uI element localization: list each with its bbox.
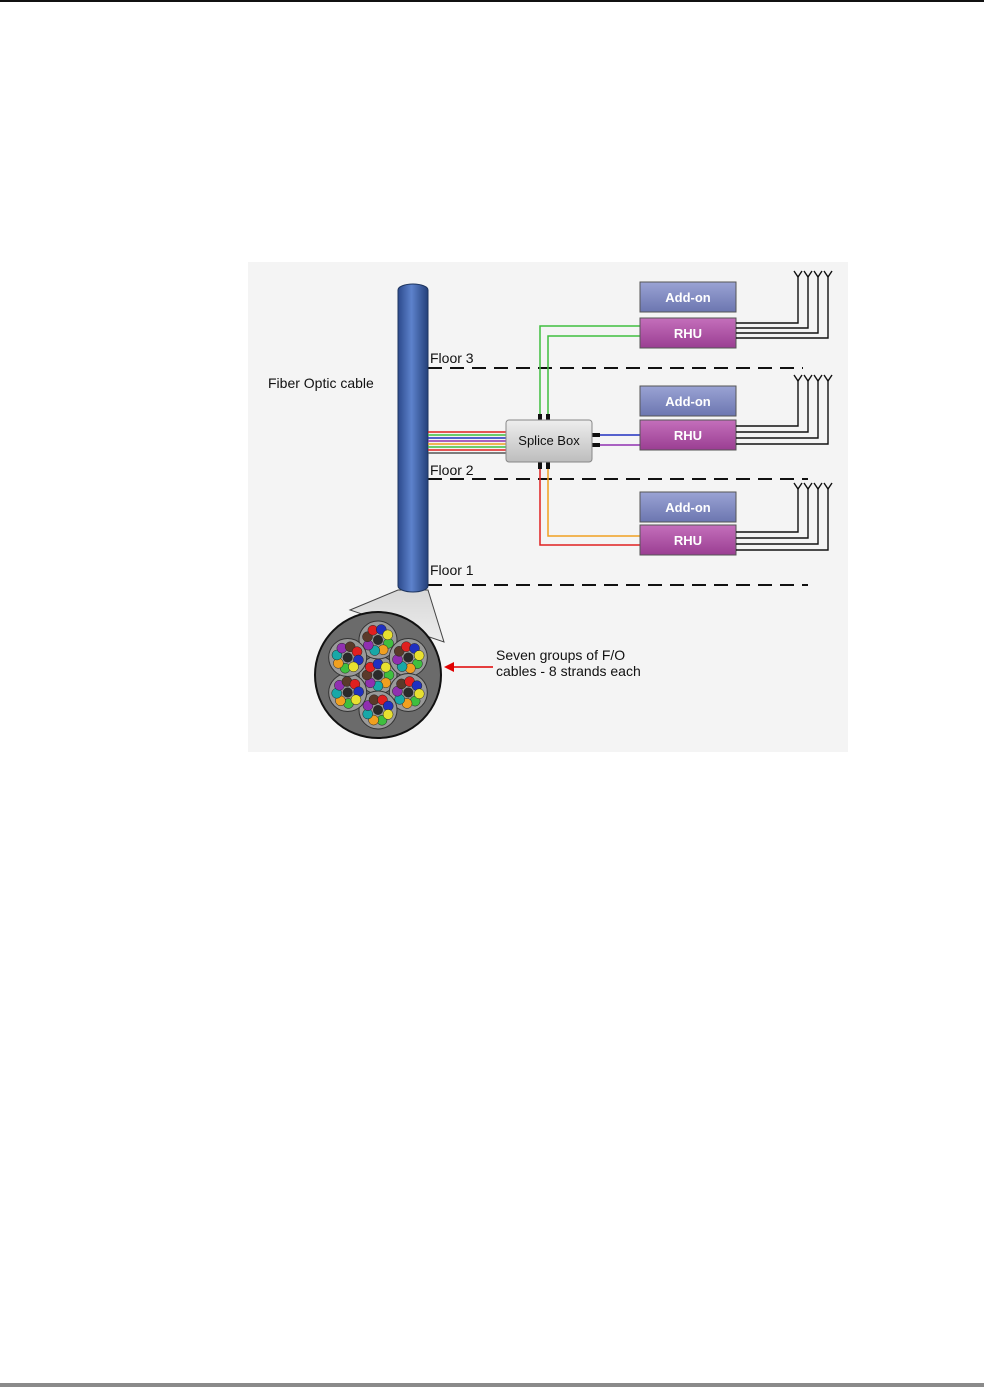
floor-2-label: Floor 2 — [430, 462, 474, 478]
fiber-group-core — [373, 635, 383, 645]
fiber-diagram-svg: Floor 3 Floor 2 Floor 1 Fiber Optic cabl… — [248, 262, 848, 752]
floor-1-label: Floor 1 — [430, 562, 474, 578]
fiber-strand — [381, 662, 391, 672]
fiber-strand — [383, 709, 393, 719]
antenna-feeds-floor2 — [736, 375, 832, 444]
antenna-feeds-floor3 — [736, 271, 832, 338]
fiber-strand — [414, 650, 424, 660]
rhu-label: RHU — [674, 533, 702, 548]
splice-box-label: Splice Box — [518, 433, 580, 448]
fiber-group-core — [373, 670, 383, 680]
fiber-group-core — [343, 653, 353, 663]
fiber-group-core — [403, 653, 413, 663]
green-strand-floor3-a — [540, 326, 640, 414]
unit-group-floor1: Add-on RHU — [640, 492, 736, 555]
addon-label: Add-on — [665, 500, 711, 515]
fiber-strand — [383, 630, 393, 640]
annotation-line-1: Seven groups of F/O — [496, 647, 625, 663]
fiber-strand — [414, 689, 424, 699]
fiber-group-core — [373, 705, 383, 715]
addon-label: Add-on — [665, 290, 711, 305]
annotation-line-2: cables - 8 strands each — [496, 663, 641, 679]
annotation-arrowhead — [444, 662, 454, 672]
rhu-label: RHU — [674, 326, 702, 341]
page-bottom-rule — [0, 1383, 984, 1387]
red-strand-floor1 — [540, 469, 640, 545]
floor-3-label: Floor 3 — [430, 350, 474, 366]
page-top-rule — [0, 0, 984, 2]
cable-to-splice-strands — [428, 432, 506, 453]
cable-cross-section — [315, 612, 441, 738]
fiber-distribution-figure: Floor 3 Floor 2 Floor 1 Fiber Optic cabl… — [248, 262, 848, 752]
fiber-strand — [348, 662, 358, 672]
rhu-label: RHU — [674, 428, 702, 443]
addon-label: Add-on — [665, 394, 711, 409]
unit-group-floor3: Add-on RHU — [640, 282, 736, 348]
antenna-feeds-floor1 — [736, 483, 832, 550]
fiber-strand — [351, 695, 361, 705]
fiber-group-core — [343, 688, 353, 698]
cable-label: Fiber Optic cable — [268, 375, 374, 391]
fiber-optic-cable — [398, 284, 428, 592]
fiber-group-core — [403, 688, 413, 698]
green-strand-floor3-b — [548, 336, 640, 414]
unit-group-floor2: Add-on RHU — [640, 386, 736, 450]
